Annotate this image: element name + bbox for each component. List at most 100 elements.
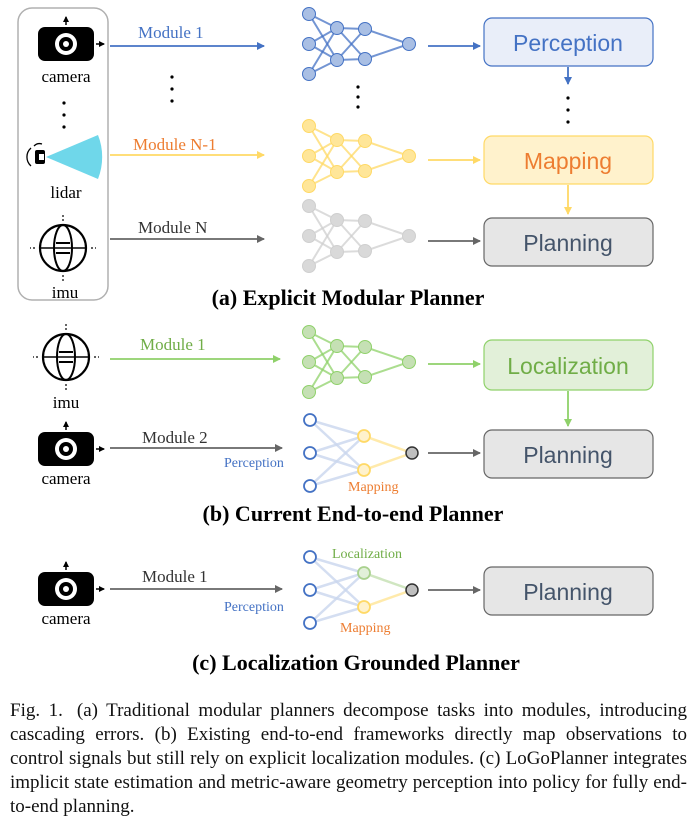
network-node — [302, 385, 316, 399]
vertical-ellipsis-icon — [62, 101, 66, 129]
mapping-box-label: Mapping — [524, 148, 612, 174]
planning-box-label: Planning — [523, 442, 613, 468]
sensor-label-imu: imu — [53, 393, 80, 412]
panel-b: imu Module 1 camera Module 2 Perception … — [31, 322, 654, 526]
sensor-label-camera: camera — [41, 67, 91, 86]
imu-icon — [31, 322, 101, 392]
network-node — [358, 340, 372, 354]
network-node — [358, 22, 372, 36]
caption-label: Fig. 1. — [10, 700, 63, 721]
network-node — [302, 67, 316, 81]
network-node — [302, 199, 316, 213]
perception-box-label: Perception — [513, 30, 623, 56]
perception-box — [483, 17, 654, 67]
network-node — [402, 355, 416, 369]
network-node — [402, 37, 416, 51]
network-node — [358, 164, 372, 178]
panel-c: camera Module 1 Perception Localization … — [38, 547, 654, 675]
network-node — [330, 339, 344, 353]
network-node — [302, 149, 316, 163]
network-node — [330, 165, 344, 179]
network-node — [358, 52, 372, 66]
perception-network-icon — [302, 7, 416, 81]
net-label-perception: Perception — [224, 600, 284, 615]
network-node — [302, 119, 316, 133]
network-node — [330, 21, 344, 35]
localization-box-label: Localization — [507, 353, 628, 379]
net-label-perception: Perception — [224, 456, 284, 471]
localization-network-icon — [302, 325, 416, 399]
network-node — [303, 583, 317, 597]
network-node — [302, 179, 316, 193]
network-node — [302, 7, 316, 21]
network-node — [303, 616, 317, 630]
sensor-label-camera: camera — [41, 469, 91, 488]
mapping-network-icon — [302, 119, 416, 193]
network-node — [302, 325, 316, 339]
planning-box-label: Planning — [523, 579, 613, 605]
network-node — [303, 550, 317, 564]
network-node — [358, 370, 372, 384]
network-node — [357, 429, 371, 443]
network-node — [357, 600, 371, 614]
module-1-label: Module 1 — [138, 23, 204, 42]
planning-box — [483, 217, 654, 267]
network-node — [302, 259, 316, 273]
grounded-network-icon — [303, 550, 419, 630]
panel-b-title: (b) Current End-to-end Planner — [203, 501, 504, 526]
network-node — [302, 37, 316, 51]
imu-icon — [28, 213, 98, 283]
camera-icon — [38, 17, 104, 61]
network-node — [358, 134, 372, 148]
planning-box — [483, 566, 654, 616]
localization-box — [483, 339, 654, 391]
vertical-ellipsis-icon — [356, 85, 360, 109]
panel-c-title: (c) Localization Grounded Planner — [192, 650, 520, 675]
network-node — [330, 213, 344, 227]
sensor-group-frame — [17, 7, 109, 301]
network-node — [402, 149, 416, 163]
network-node — [330, 53, 344, 67]
vertical-ellipsis-icon — [170, 75, 174, 103]
camera-icon — [38, 562, 104, 606]
end-to-end-network-icon — [303, 413, 419, 493]
figure-diagram: camera lidar imu Module 1 Module N-1 Mod… — [17, 7, 654, 675]
module-1-label: Module 1 — [140, 335, 206, 354]
network-node — [358, 214, 372, 228]
network-node — [330, 133, 344, 147]
network-node — [402, 229, 416, 243]
network-node — [303, 413, 317, 427]
sensor-label-camera: camera — [41, 609, 91, 628]
planning-network-icon — [302, 199, 416, 273]
network-node — [330, 245, 344, 259]
network-node — [357, 566, 371, 580]
panel-a: camera lidar imu Module 1 Module N-1 Mod… — [17, 7, 654, 310]
panel-a-title: (a) Explicit Modular Planner — [212, 285, 485, 310]
network-node — [303, 446, 317, 460]
network-node — [303, 479, 317, 493]
network-node — [330, 371, 344, 385]
lidar-icon — [26, 135, 103, 179]
net-label-localization: Localization — [332, 547, 402, 562]
network-node — [302, 229, 316, 243]
mapping-box — [483, 135, 654, 185]
network-node — [405, 583, 419, 597]
net-label-mapping: Mapping — [348, 480, 399, 495]
planning-box — [483, 429, 654, 479]
network-node — [405, 446, 419, 460]
caption-text: (a) Traditional modular planners decompo… — [10, 700, 687, 817]
module-1-label: Module 1 — [142, 567, 208, 586]
network-node — [357, 463, 371, 477]
vertical-ellipsis-icon — [566, 96, 570, 124]
camera-icon — [38, 422, 104, 466]
planning-box-label: Planning — [523, 230, 613, 256]
network-node — [358, 244, 372, 258]
sensor-label-lidar: lidar — [50, 183, 81, 202]
sensor-label-imu: imu — [52, 283, 79, 302]
module-n-label: Module N — [138, 218, 207, 237]
net-label-mapping: Mapping — [340, 621, 391, 636]
module-2-label: Module 2 — [142, 428, 208, 447]
module-n-1-label: Module N-1 — [133, 135, 217, 154]
network-node — [302, 355, 316, 369]
figure-caption: Fig. 1.(a) Traditional modular planners … — [10, 699, 687, 819]
